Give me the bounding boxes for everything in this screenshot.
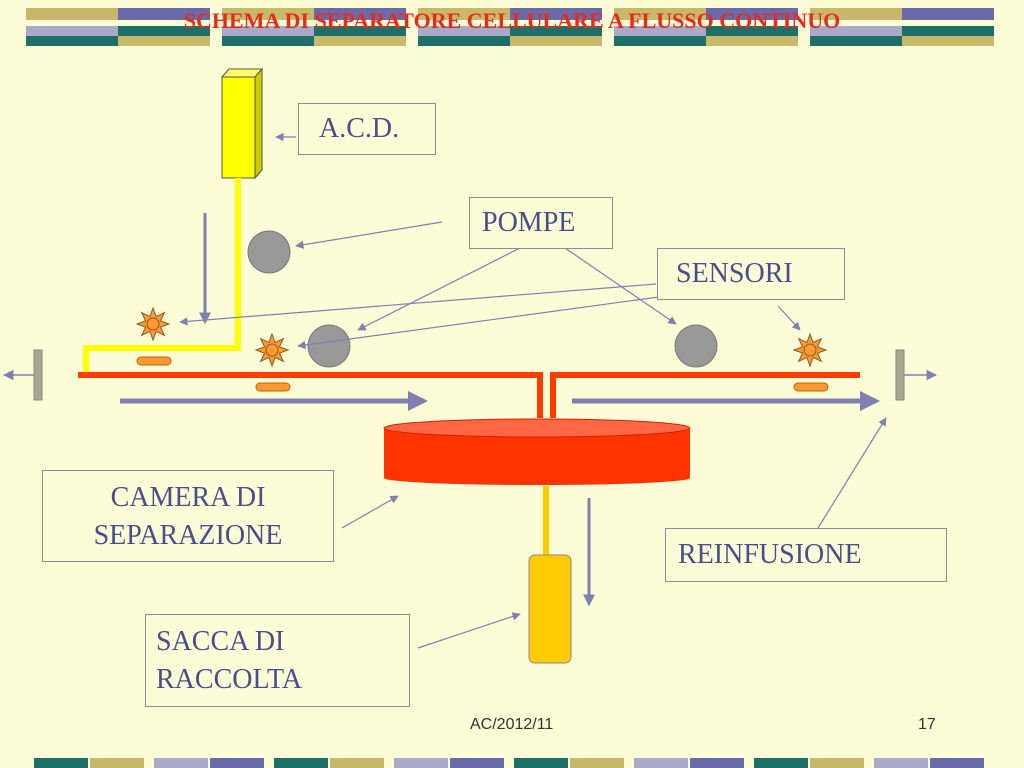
decor-stripe-group — [26, 8, 210, 46]
decor-stripe — [810, 758, 864, 768]
sensor-icon — [135, 306, 171, 342]
decor-stripe — [274, 758, 328, 768]
separation-chamber — [383, 418, 691, 485]
blood-tubing — [78, 372, 860, 418]
pump-acd — [247, 230, 291, 274]
decor-stripe — [34, 758, 88, 768]
decor-stripe — [634, 758, 688, 768]
collection-bag — [528, 554, 572, 664]
slide-title: SCHEMA DI SEPARATORE CELLULARE A FLUSSO … — [183, 8, 841, 33]
sensor-icon — [792, 332, 828, 368]
decor-stripe — [930, 758, 984, 768]
separation-chamber-label: CAMERA DI SEPARAZIONE — [42, 470, 334, 562]
bottom-decor-bar — [34, 758, 984, 768]
acd-container — [220, 67, 264, 180]
footer-code: AC/2012/11 — [470, 716, 554, 733]
decor-stripe-group — [418, 8, 602, 46]
decor-stripe — [394, 758, 448, 768]
outlet-connector — [895, 349, 905, 401]
decor-stripe-group — [614, 8, 798, 46]
decor-stripe-group — [222, 8, 406, 46]
top-decor-bar — [26, 8, 994, 46]
pumps-label: POMPE — [469, 197, 613, 249]
decor-stripe — [210, 758, 264, 768]
tube-marker — [136, 356, 172, 366]
decor-stripe — [690, 758, 744, 768]
acd-label: A.C.D. — [298, 103, 436, 155]
camera-line-2: SEPARAZIONE — [93, 520, 283, 551]
pointer-lines — [179, 132, 887, 649]
decor-stripe — [330, 758, 384, 768]
pump-inlet — [307, 324, 351, 368]
camera-line-1: CAMERA DI — [110, 482, 266, 513]
decor-stripe — [514, 758, 568, 768]
decor-stripe — [450, 758, 504, 768]
collection-bag-label: SACCA DI RACCOLTA — [145, 614, 410, 707]
decor-stripe — [874, 758, 928, 768]
decor-stripe — [570, 758, 624, 768]
reinfusion-label: REINFUSIONE — [665, 528, 947, 582]
decor-stripe — [154, 758, 208, 768]
decor-stripe-group — [810, 8, 994, 46]
sensor-icon — [254, 332, 290, 368]
tube-marker — [793, 382, 829, 392]
sacca-line-2: RACCOLTA — [156, 664, 303, 695]
sacca-line-1: SACCA DI — [156, 626, 285, 657]
tube-marker — [255, 382, 291, 392]
inlet-connector — [33, 349, 43, 401]
page-number: 17 — [918, 716, 936, 733]
sensors-label: SENSORI — [657, 248, 845, 300]
decor-stripe — [754, 758, 808, 768]
pump-outlet — [674, 324, 718, 368]
acd-tube — [83, 178, 241, 374]
decor-stripe — [90, 758, 144, 768]
